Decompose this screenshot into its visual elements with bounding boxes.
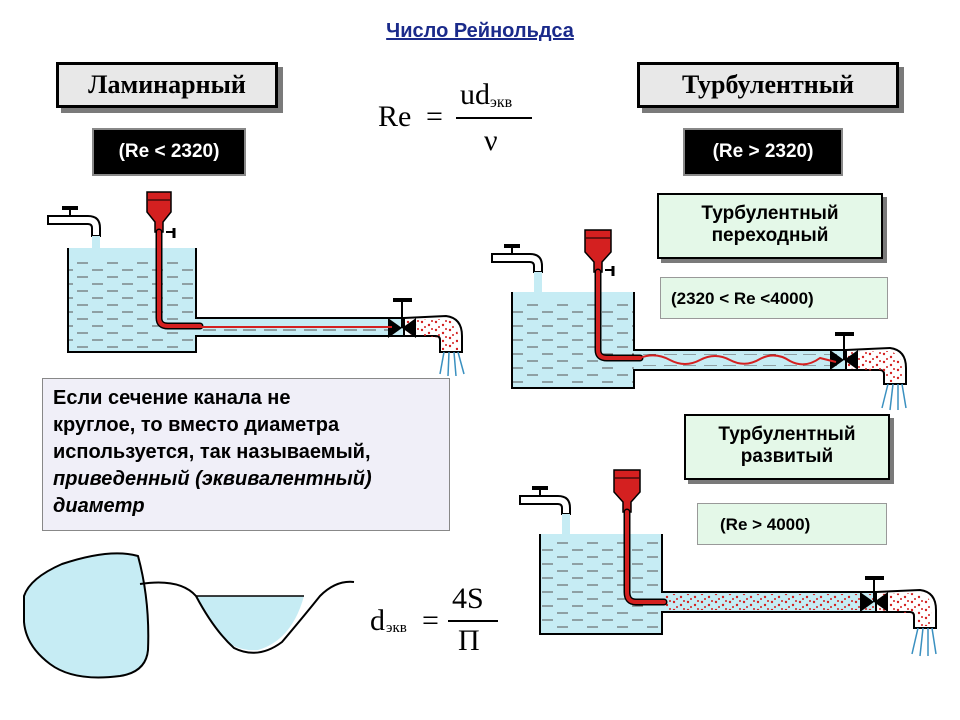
- equivalent-diameter-formula: d экв = 4S П: [366, 582, 506, 666]
- transitional-label-line1: Турбулентный: [701, 203, 839, 224]
- formula-d-eq: =: [422, 604, 439, 637]
- developed-label: Турбулентный развитый: [684, 414, 890, 480]
- formula-re-eq: =: [426, 100, 443, 133]
- formula-d-lhs: d: [370, 604, 385, 637]
- developed-label-line2: развитый: [740, 446, 834, 467]
- note-line-4: приведенный (эквивалентный): [53, 468, 372, 490]
- formula-re-denominator: ν: [484, 124, 498, 157]
- page-title: Число Рейнольдса: [386, 20, 574, 42]
- formula-re-subscript: экв: [490, 94, 513, 111]
- formula-d-fraction-bar: [448, 620, 498, 622]
- laminar-apparatus: [47, 191, 465, 377]
- developed-condition: (Re > 4000): [697, 503, 887, 545]
- formula-re-numerator: ud: [460, 78, 490, 111]
- laminar-condition: (Re < 2320): [92, 128, 246, 176]
- note-line-2: круглое, то вместо диаметра: [53, 414, 340, 436]
- formula-re-fraction-bar: [456, 117, 532, 119]
- note-box: Если сечение канала не круглое, то вмест…: [42, 378, 450, 531]
- formula-re-lhs: Re: [378, 100, 412, 133]
- developed-apparatus: [519, 469, 937, 657]
- formula-d-denominator: П: [458, 624, 480, 657]
- transitional-label-line2: переходный: [711, 225, 829, 246]
- cross-section-shapes: [23, 552, 355, 679]
- formula-d-subscript: экв: [386, 620, 407, 636]
- reynolds-formula: Re = ud экв ν: [370, 76, 550, 166]
- transitional-condition: (2320 < Re <4000): [660, 277, 888, 319]
- transitional-label: Турбулентный переходный: [657, 193, 883, 259]
- turbulent-label: Турбулентный: [637, 62, 899, 108]
- developed-label-line1: Турбулентный: [718, 424, 856, 445]
- note-line-1: Если сечение канала не: [53, 387, 291, 409]
- note-line-5: диаметр: [53, 495, 145, 517]
- note-line-3: используется, так называемый,: [53, 441, 371, 463]
- laminar-label: Ламинарный: [56, 62, 278, 108]
- formula-d-numerator: 4S: [452, 582, 484, 615]
- transitional-apparatus: [491, 229, 907, 411]
- turbulent-condition: (Re > 2320): [683, 128, 843, 176]
